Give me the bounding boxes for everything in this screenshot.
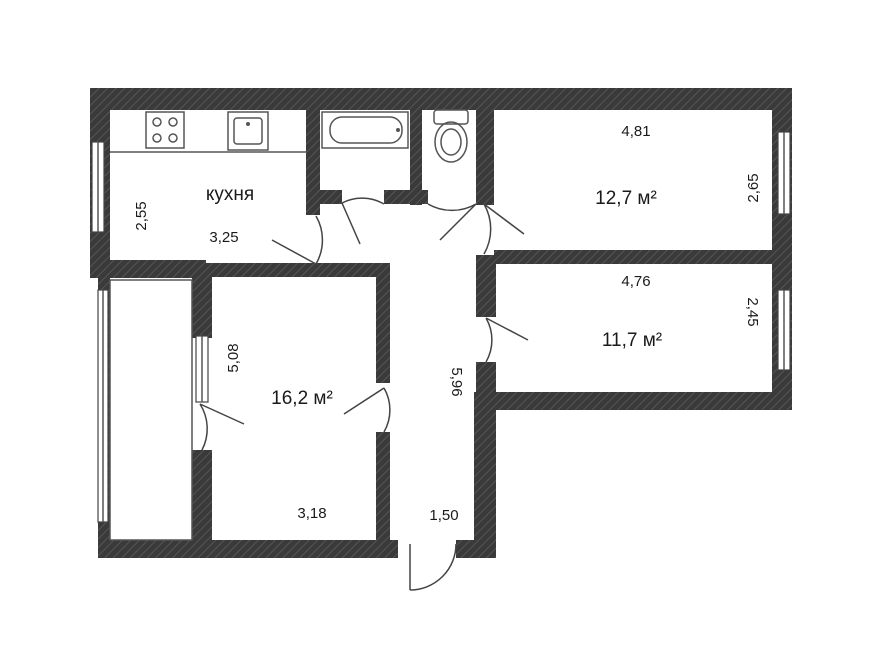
hallway-width: 1,50 bbox=[429, 507, 458, 524]
outer-walls bbox=[90, 88, 792, 558]
room3-area: 16,2 м² bbox=[271, 388, 333, 409]
room1-height: 2,65 bbox=[745, 173, 762, 202]
balcony-outline bbox=[109, 279, 193, 541]
kitchen-sink-icon bbox=[227, 111, 269, 151]
door-room3 bbox=[343, 387, 391, 433]
doors bbox=[199, 197, 529, 591]
windows bbox=[91, 131, 791, 523]
door-entrance bbox=[409, 543, 457, 591]
room2-width: 4,76 bbox=[621, 273, 650, 290]
door-balcony bbox=[199, 403, 245, 451]
door-toilet bbox=[427, 203, 477, 241]
door-room2 bbox=[485, 317, 529, 363]
door-bathroom bbox=[341, 197, 385, 245]
room2-height: 2,45 bbox=[744, 297, 761, 326]
bathtub-icon bbox=[321, 111, 409, 149]
kitchen-stove-icon bbox=[145, 111, 185, 149]
room3-height: 5,08 bbox=[225, 343, 242, 372]
door-kitchen bbox=[271, 215, 324, 265]
room1-width: 4,81 bbox=[621, 123, 650, 140]
toilet-icon bbox=[433, 109, 469, 163]
room1-area: 12,7 м² bbox=[595, 188, 657, 209]
kitchen-name: кухня bbox=[206, 184, 254, 205]
kitchen-width: 3,25 bbox=[209, 229, 238, 246]
door-room1 bbox=[483, 203, 525, 255]
interior-walls bbox=[90, 95, 772, 550]
room3-width: 3,18 bbox=[297, 505, 326, 522]
room2-area: 11,7 м² bbox=[602, 330, 662, 351]
hallway-length: 5,96 bbox=[448, 367, 465, 396]
kitchen-height: 2,55 bbox=[133, 201, 150, 230]
